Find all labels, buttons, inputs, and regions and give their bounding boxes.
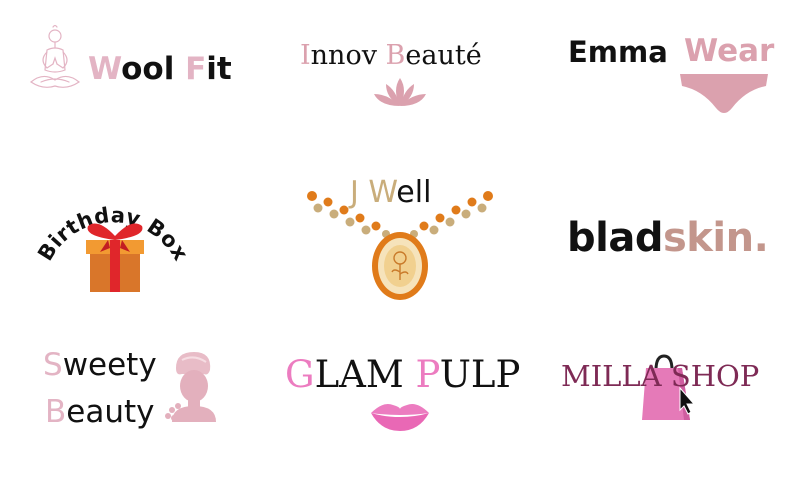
wear-ear: ear <box>717 33 775 69</box>
jwell-j: J <box>350 175 369 210</box>
meditation-woman-icon <box>29 24 81 88</box>
innov-nnov: nnov <box>310 40 386 71</box>
pulp-ulp: ULP <box>439 353 521 396</box>
beaute-b: B <box>385 40 406 71</box>
gift-box-icon <box>86 223 144 292</box>
bladskin-skin: skin <box>662 215 754 261</box>
wool-fit-ool: ool <box>121 51 186 87</box>
beauty-eauty: eauty <box>66 394 155 430</box>
towel-woman-icon <box>165 352 216 422</box>
shopping-bag-cursor-icon <box>642 354 696 420</box>
glam-lam: LAM <box>314 353 416 396</box>
bladskin-blad: blad <box>567 215 663 261</box>
wool-fit-f: F <box>185 51 207 87</box>
wool-fit-it: it <box>206 51 232 87</box>
bladskin-dot: . <box>753 215 769 261</box>
wool-fit-w: W <box>88 51 122 87</box>
beaute-eaute: eauté <box>405 40 482 71</box>
jwell-w: W <box>368 175 397 210</box>
sweety-weety: weety <box>62 347 157 383</box>
sweety-s: S <box>43 347 63 383</box>
lips-icon <box>371 404 429 431</box>
glam-g: G <box>285 353 315 396</box>
innov-i: I <box>300 40 311 71</box>
lotus-icon <box>374 78 426 106</box>
beauty-b: B <box>45 394 67 430</box>
underwear-icon <box>680 74 768 113</box>
pulp-p: P <box>415 353 440 396</box>
necklace-icon <box>307 191 493 300</box>
wear-w: W <box>684 33 718 69</box>
emma-text: Emma <box>568 35 668 69</box>
milla-shop-text: MILLA SHOP <box>561 359 760 393</box>
jwell-ell: ell <box>396 175 432 210</box>
